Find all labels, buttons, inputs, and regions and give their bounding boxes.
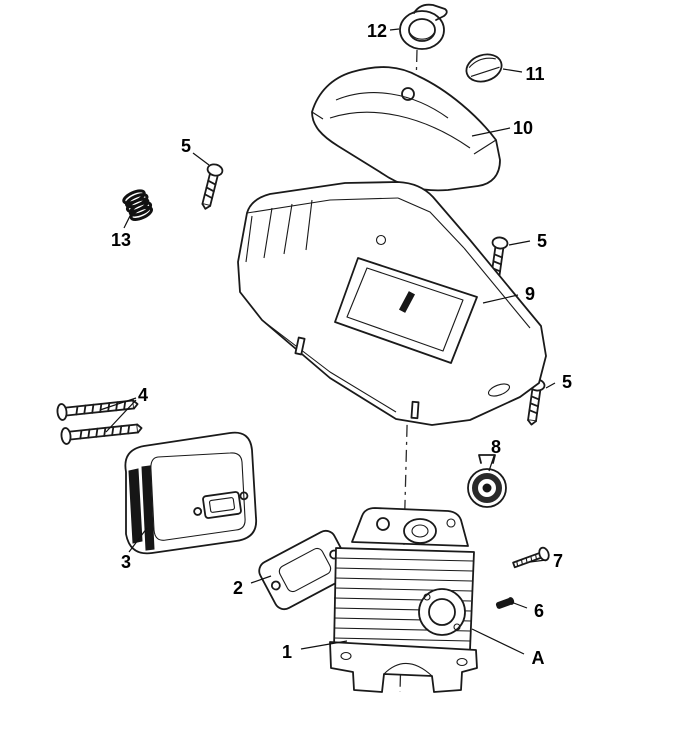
part-top-cover — [311, 66, 501, 192]
callout-3: 3 — [121, 552, 131, 572]
callout-13: 13 — [111, 230, 131, 250]
callout-8: 8 — [491, 437, 501, 457]
part-main-housing — [237, 181, 547, 426]
part-long-bolt-upper — [55, 395, 140, 422]
part-long-bolt-lower — [59, 419, 144, 446]
callout-4: 4 — [138, 385, 148, 405]
callout-labels: 12 11 10 5 13 5 9 5 4 8 3 2 7 6 1 A — [111, 21, 572, 668]
callout-2: 2 — [233, 578, 243, 598]
part-small-screw — [512, 546, 550, 569]
callout-1: 1 — [282, 642, 292, 662]
part-spring — [122, 189, 154, 222]
part-small-cap — [465, 53, 503, 83]
callout-5c: 5 — [562, 372, 572, 392]
part-screw-top-left — [197, 161, 225, 212]
part-cylinder-assembly — [329, 507, 478, 693]
part-grommet — [467, 454, 507, 508]
leader-lines — [99, 28, 556, 655]
callout-5a: 5 — [181, 136, 191, 156]
part-pin — [495, 597, 515, 609]
callout-7: 7 — [553, 551, 563, 571]
callout-10: 10 — [513, 118, 533, 138]
callout-5b: 5 — [537, 231, 547, 251]
callout-11: 11 — [525, 64, 544, 84]
part-fuel-cap — [399, 3, 448, 50]
callout-6: 6 — [534, 601, 544, 621]
callout-9: 9 — [525, 284, 535, 304]
callout-12: 12 — [367, 21, 387, 41]
callout-A: A — [532, 648, 545, 668]
part-muffler — [124, 431, 258, 555]
